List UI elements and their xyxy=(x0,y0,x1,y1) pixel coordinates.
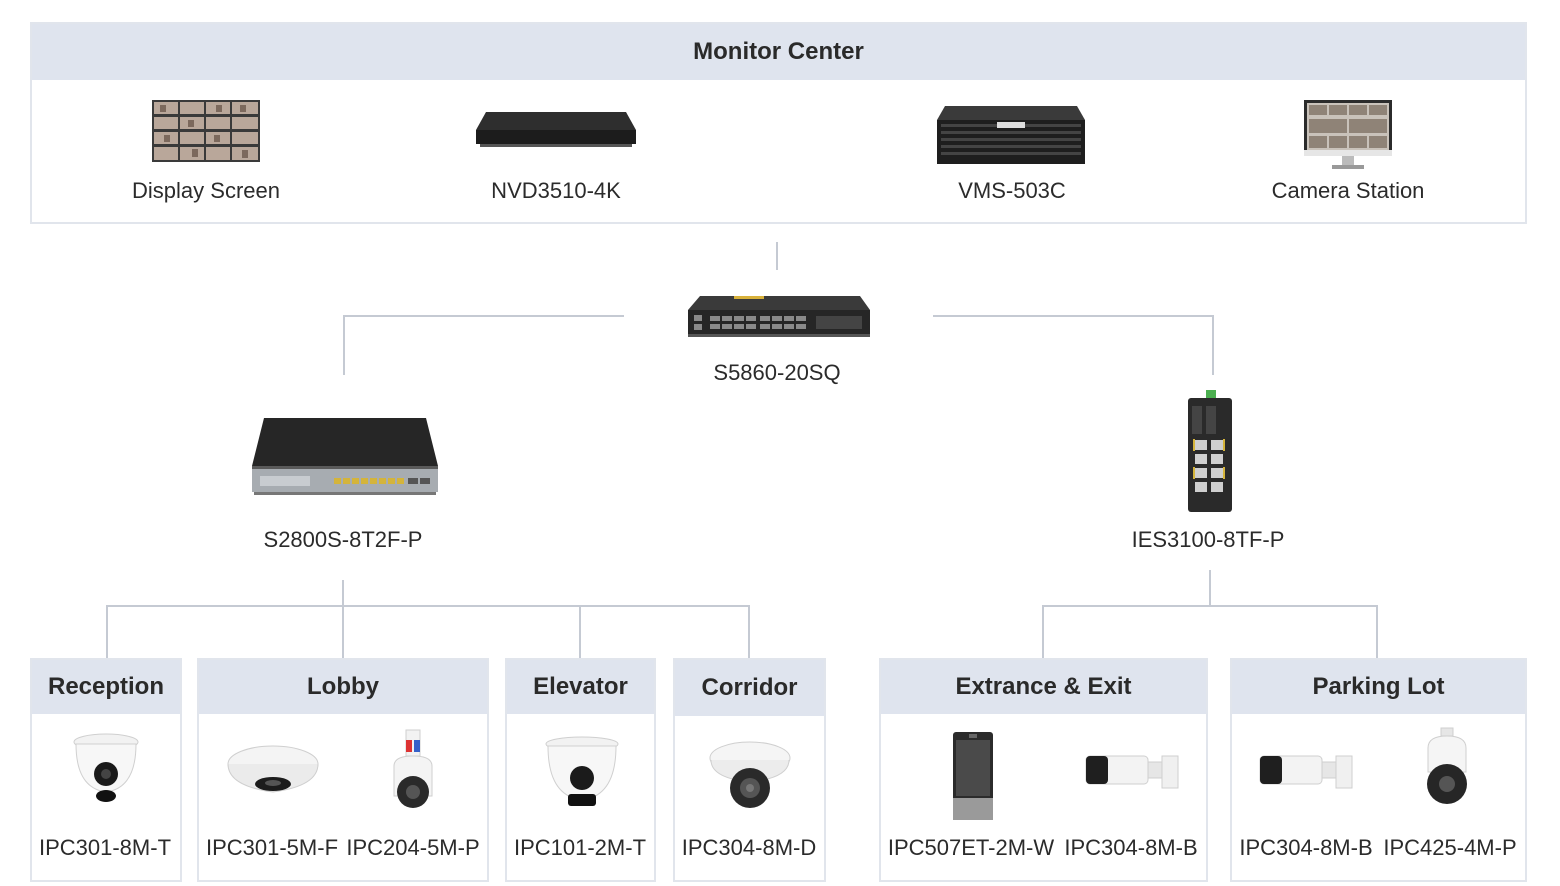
device-label-camera-station: Camera Station xyxy=(1271,178,1425,203)
connector-drop-corridor xyxy=(748,605,750,660)
zone-title: Lobby xyxy=(199,660,487,714)
monitor-icon xyxy=(1304,100,1392,169)
face-terminal-icon xyxy=(953,732,993,820)
connector-core-left-h xyxy=(343,315,624,317)
connector-drop-reception xyxy=(106,605,108,660)
connector-right-bus xyxy=(1042,605,1378,607)
turret-camera-icon xyxy=(545,736,619,806)
connector-left-bus xyxy=(106,605,750,607)
device-label: IPC507ET-2M-W xyxy=(887,835,1055,860)
zone-title: Corridor xyxy=(675,660,824,716)
dome-camera-icon xyxy=(73,733,139,802)
device-label: IPC304-8M-D xyxy=(681,835,817,860)
device-label: IPC301-8M-T xyxy=(38,835,172,860)
ptz-dome-camera-icon xyxy=(1427,727,1467,804)
zone-title: Reception xyxy=(32,660,180,714)
bullet-camera-icon xyxy=(1085,755,1179,789)
fisheye-camera-icon xyxy=(227,745,319,793)
industrial-switch-icon xyxy=(1188,390,1232,512)
zone-title: Elevator xyxy=(507,660,654,714)
connector-core-right-h xyxy=(933,315,1214,317)
connector-drop-parking xyxy=(1376,605,1378,660)
left-switch-label: S2800S-8T2F-P xyxy=(263,527,423,552)
connector-drop-entrance xyxy=(1042,605,1044,660)
video-wall-icon xyxy=(152,100,260,162)
right-switch-label: IES3100-8TF-P xyxy=(1131,527,1285,552)
connector-core-right-v xyxy=(1212,315,1214,375)
monitor-center-title: Monitor Center xyxy=(32,24,1525,80)
core-switch-label: S5860-20SQ xyxy=(713,360,841,385)
connector-right-trunk xyxy=(1209,570,1211,606)
device-label: IPC425-4M-P xyxy=(1383,835,1517,860)
monitor-center-panel: Monitor Center xyxy=(30,22,1527,224)
zone-title: Parking Lot xyxy=(1232,660,1525,714)
connector-left-trunk xyxy=(342,580,344,660)
ptz-camera-icon xyxy=(393,729,433,808)
connector-core-left-v xyxy=(343,315,345,375)
decoder-icon xyxy=(476,112,636,147)
device-label: IPC204-5M-P xyxy=(346,835,480,860)
core-switch-icon xyxy=(688,296,870,337)
server-icon xyxy=(937,106,1085,164)
device-label: IPC304-8M-B xyxy=(1064,835,1198,860)
connector-drop-elevator xyxy=(579,605,581,660)
device-label-vms: VMS-503C xyxy=(958,178,1066,203)
device-label: IPC304-8M-B xyxy=(1239,835,1373,860)
connector-monitor-core xyxy=(776,242,778,270)
device-label-display-screen: Display Screen xyxy=(132,178,280,203)
device-label-nvd: NVD3510-4K xyxy=(491,178,621,203)
device-label: IPC301-5M-F xyxy=(205,835,339,860)
poe-switch-icon xyxy=(252,418,438,495)
device-label: IPC101-2M-T xyxy=(513,835,647,860)
zone-title: Extrance & Exit xyxy=(881,660,1206,714)
bullet-camera-icon xyxy=(1259,755,1353,789)
vandal-dome-camera-icon xyxy=(709,741,791,808)
